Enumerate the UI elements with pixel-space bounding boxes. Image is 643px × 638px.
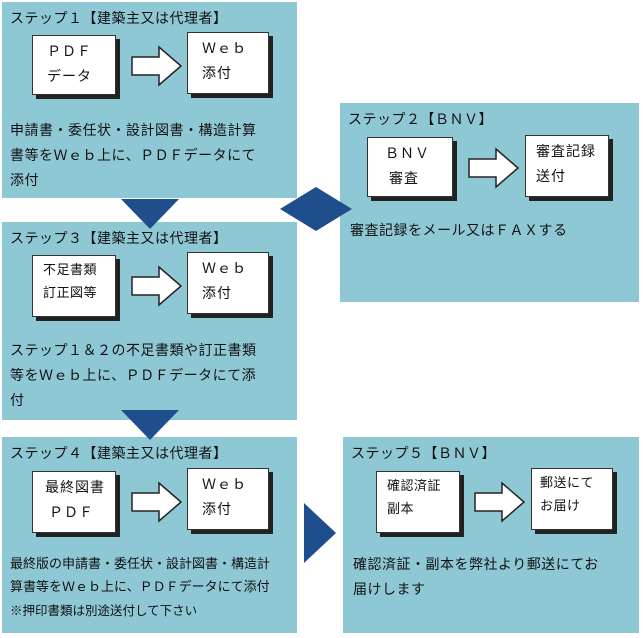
step3-box2-line2: 添付 <box>202 285 232 302</box>
step5-desc-line1: 確認済証・副本を弊社より郵送にてお <box>353 557 599 573</box>
step5-arrow-icon <box>474 481 526 523</box>
step5-box2-line1: 郵送にて <box>540 476 595 491</box>
step2-arrow-icon <box>468 147 520 189</box>
step1-box1-line2: データ <box>47 68 92 85</box>
step4-box1-line1: 最終図書 <box>45 480 105 496</box>
down-arrow-1-icon <box>121 199 179 229</box>
step4-final-docs-box: 最終図書 ＰＤＦ <box>32 471 116 533</box>
step4-seal-note: ※押印書類は別途送付して下さい <box>10 602 198 618</box>
step2-description: 審査記録をメール又はＦＡＸする <box>350 219 568 244</box>
step5-box2-line2: お届け <box>540 498 581 514</box>
step1-arrow-icon <box>131 45 183 87</box>
step4-box1-line2: ＰＤＦ <box>49 504 94 521</box>
step2-box1-line2: 審査 <box>389 170 419 187</box>
step2-review-record-box: 審査記録 送付 <box>525 135 609 197</box>
step1-desc-line3: 添付 <box>10 172 39 189</box>
step3-desc-line3: 付 <box>10 392 25 409</box>
step3-arrow-icon <box>131 265 183 307</box>
step1-box2-line2: 添付 <box>202 65 232 82</box>
step2-box1-line1: ＢＮＶ <box>385 146 430 162</box>
step1-desc-line1: 申請書・委任状・設計図書・構造計算 <box>10 123 257 139</box>
step5-description: 確認済証・副本を弊社より郵送にてお 届けします <box>353 553 599 603</box>
step2-box2-line2: 送付 <box>536 168 566 185</box>
step4-desc-line2: 算書等をＷｅｂ上に、ＰＤＦデータにて添付 <box>10 580 270 596</box>
step5-title: ステップ５【ＢＮＶ】 <box>351 446 496 462</box>
step1-box2-line1: Ｗｅｂ <box>202 41 247 57</box>
step2-bnv-review-box: ＢＮＶ 審査 <box>367 137 453 197</box>
step1-web-attach-box: Ｗｅｂ 添付 <box>187 32 269 94</box>
step1-title: ステップ１【建築主又は代理者】 <box>10 11 228 27</box>
step2-title: ステップ２【ＢＮＶ】 <box>348 112 493 128</box>
step4-arrow-icon <box>131 481 183 523</box>
step3-title: ステップ３【建築主又は代理者】 <box>10 231 228 247</box>
right-arrow-step4-to-step5-icon <box>304 503 336 563</box>
step3-web-attach-box: Ｗｅｂ 添付 <box>187 252 269 314</box>
step3-box1-line2: 訂正図等 <box>43 285 98 301</box>
step2-desc-line1: 審査記録をメール又はＦＡＸする <box>350 223 568 239</box>
step3-desc-line2: 等をＷｅｂ上に、ＰＤＦデータにて添 <box>10 367 257 384</box>
step4-box2-line2: 添付 <box>202 501 232 518</box>
step3-desc-line1: ステップ１＆２の不足書類や訂正書類 <box>10 343 257 359</box>
step1-box1-line1: ＰＤＦ <box>47 44 92 60</box>
step3-description: ステップ１＆２の不足書類や訂正書類 等をＷｅｂ上に、ＰＤＦデータにて添 付 <box>10 339 257 414</box>
step4-desc-line1: 最終版の申請書・委任状・設計図書・構造計 <box>10 557 271 572</box>
step3-box1-line1: 不足書類 <box>43 263 98 278</box>
down-arrow-2-icon <box>121 410 179 440</box>
step5-box1-line2: 副本 <box>387 501 415 517</box>
step1-description: 申請書・委任状・設計図書・構造計算 書等をＷｅｂ上に、ＰＤＦデータにて 添付 <box>10 119 257 194</box>
step5-desc-line2: 届けします <box>353 581 426 598</box>
diamond-connector-icon <box>280 187 352 231</box>
step1-desc-line2: 書等をＷｅｂ上に、ＰＤＦデータにて <box>10 147 257 164</box>
step4-box2-line1: Ｗｅｂ <box>202 477 247 493</box>
step5-confirmation-box: 確認済証 副本 <box>376 471 460 533</box>
step5-mail-delivery-box: 郵送にて お届け <box>531 468 613 530</box>
step4-title: ステップ４【建築主又は代理者】 <box>10 446 228 462</box>
step4-description: 最終版の申請書・委任状・設計図書・構造計 算書等をＷｅｂ上に、ＰＤＦデータにて添… <box>10 553 270 622</box>
step2-box2-line1: 審査記録 <box>536 144 596 160</box>
step3-missing-docs-box: 不足書類 訂正図等 <box>32 255 116 317</box>
step5-box1-line1: 確認済証 <box>387 479 442 494</box>
step3-box2-line1: Ｗｅｂ <box>202 261 247 277</box>
step1-pdf-data-box: ＰＤＦ データ <box>32 35 116 95</box>
step4-web-attach-box: Ｗｅｂ 添付 <box>187 468 269 530</box>
